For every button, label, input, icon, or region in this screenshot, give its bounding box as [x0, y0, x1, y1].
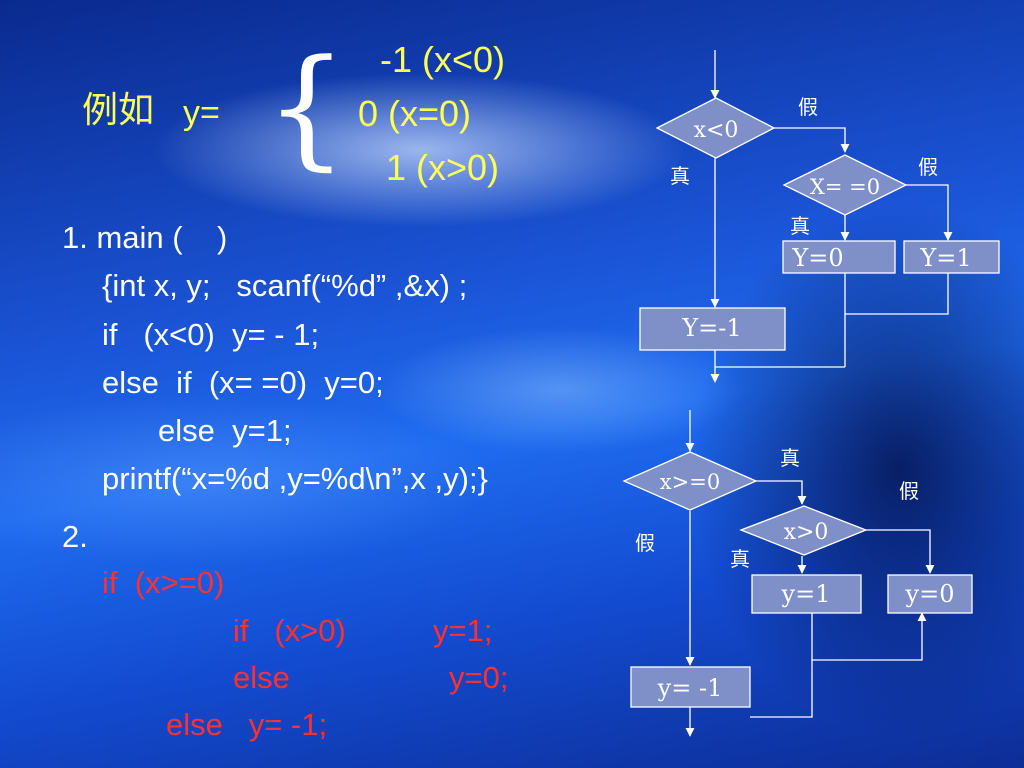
flow1-false2: 假 [918, 155, 938, 179]
code2-line-inner-else: else [233, 660, 290, 695]
flow1-box-y1 [903, 240, 1000, 274]
flow2-box-y1 [751, 574, 862, 614]
case-zero: 0 (x=0) [358, 93, 472, 134]
flow1-false1: 假 [798, 95, 818, 119]
code1-line-printf: printf(“x=%d ,y=%d\n”,x ,y);} [102, 461, 488, 496]
flow2-cond1-diamond [622, 451, 758, 511]
flow2-box-yneg-label: y= -1 [657, 674, 723, 702]
case-negative: -1 (x<0) [380, 39, 506, 80]
code2-label: 2. [62, 519, 88, 554]
case-positive: 1 (x>0) [386, 147, 500, 188]
code2-line-inner-y0: y=0; [449, 660, 509, 695]
flow2-false2: 假 [899, 479, 919, 503]
flow2-cond1-label: x>=0 [660, 470, 720, 494]
code2-line-outer-else: else y= -1; [166, 707, 328, 742]
code1-line-elseif: else if (x= =0) y=0; [102, 365, 384, 400]
flow1-cond2-label: X= =0 [810, 175, 880, 199]
flow2-cond2-diamond [739, 505, 868, 556]
flow1-box-y1-label: Y=1 [919, 244, 971, 272]
flow2-true1: 真 [780, 446, 800, 470]
flow1-box-yneg [639, 307, 786, 351]
y-equals: y= [183, 94, 220, 132]
flow1-cond2-diamond [782, 154, 908, 216]
flow1-cond1-diamond [655, 97, 776, 159]
flow2-box-y0-label: y=0 [905, 580, 955, 608]
flow2-box-y1-label: y=1 [781, 580, 831, 608]
flow1-box-y0-label: Y=0 [791, 244, 843, 272]
flow2-cond2-label: x>0 [784, 520, 829, 545]
flow1-box-yneg-label: Y=-1 [681, 314, 741, 342]
code2-line-inner-if: if (x>0) [233, 613, 346, 648]
flow2-true2: 真 [730, 547, 750, 571]
flow1-true2: 真 [790, 214, 810, 238]
curly-brace: { [265, 31, 348, 183]
code2-line-if: if (x>=0) [102, 565, 225, 600]
flow1-true1: 真 [670, 164, 690, 188]
code1-line-if: if (x<0) y= - 1; [102, 317, 320, 352]
example-prefix: 例如 [82, 89, 155, 130]
flow2-false1: 假 [635, 531, 655, 555]
code1-line-else: else y=1; [158, 413, 292, 448]
flow1-box-y0 [782, 240, 896, 274]
code1-line-main: 1. main ( ) [62, 220, 228, 255]
flow2-box-y0 [887, 574, 973, 614]
flow2-box-yneg [630, 666, 751, 708]
code2-line-inner-y1: y=1; [433, 613, 493, 648]
code1-line-decl: {int x, y; scanf(“%d” ,&x) ; [102, 268, 468, 303]
flow1-cond1-label: x<0 [694, 118, 739, 143]
